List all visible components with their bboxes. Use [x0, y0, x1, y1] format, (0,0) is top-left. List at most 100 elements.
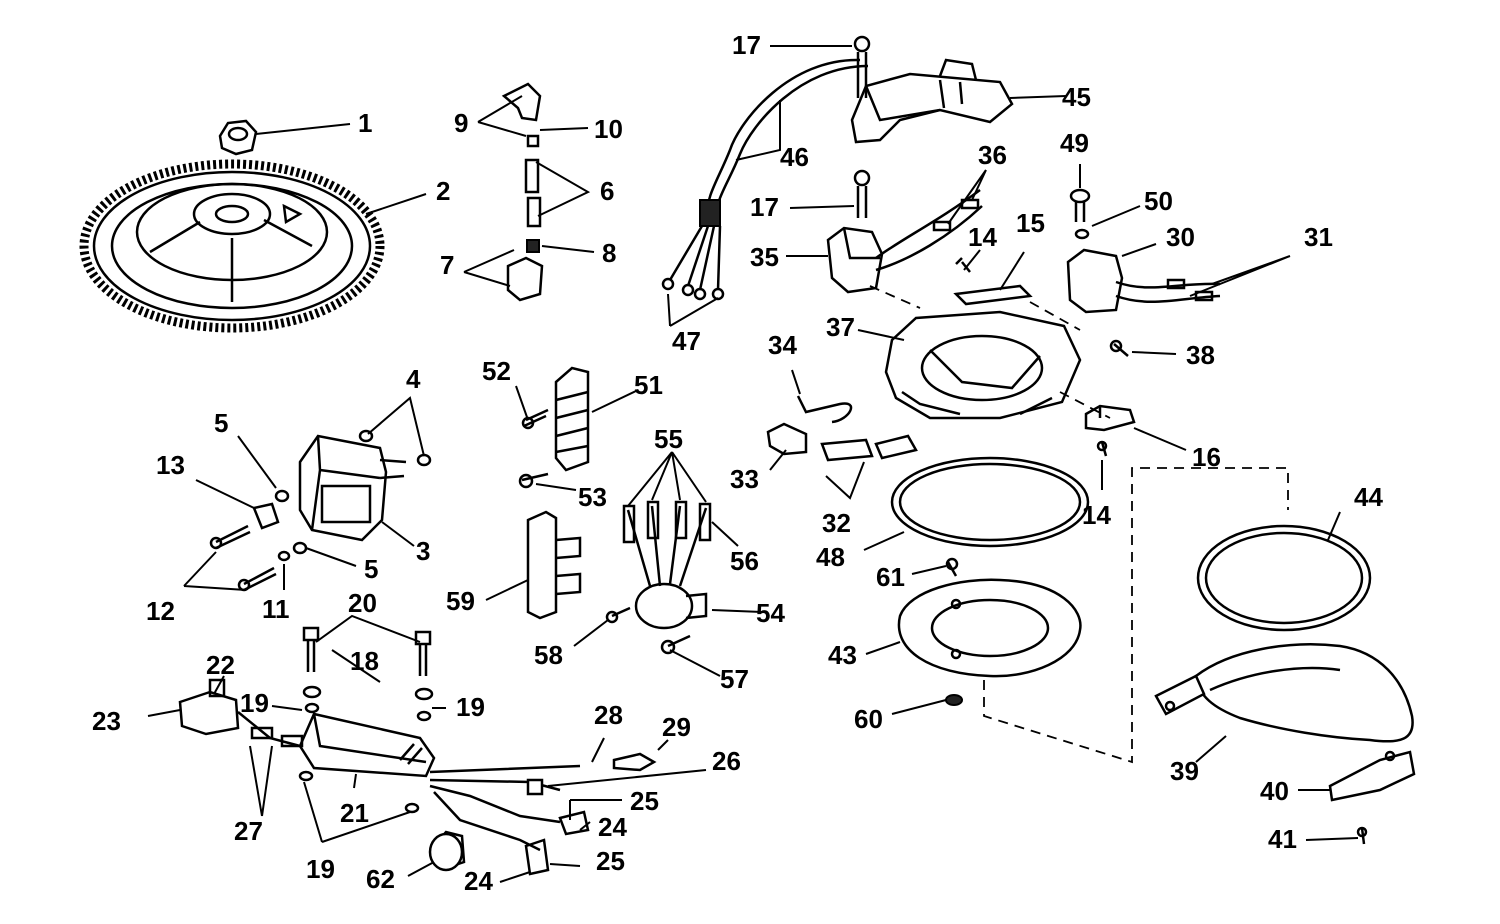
- terminal-block: [518, 366, 590, 489]
- callout-58: 58: [534, 640, 563, 670]
- plate-screw: [1109, 339, 1129, 357]
- callout-14-lower: 14: [1082, 500, 1111, 530]
- callout-62: 62: [366, 864, 395, 894]
- callout-31: 31: [1304, 222, 1333, 252]
- callout-56: 56: [730, 546, 759, 576]
- callout-13: 13: [156, 450, 185, 480]
- harness-connector: [178, 678, 304, 748]
- callout-36: 36: [978, 140, 1007, 170]
- callout-5-lower: 5: [364, 554, 378, 584]
- callout-17-upper: 17: [732, 30, 761, 60]
- callout-50: 50: [1144, 186, 1173, 216]
- callout-53: 53: [578, 482, 607, 512]
- callout-16: 16: [1192, 442, 1221, 472]
- ignition-module: [298, 434, 407, 542]
- callout-9: 9: [454, 108, 468, 138]
- callout-2: 2: [436, 176, 450, 206]
- callout-51: 51: [634, 370, 663, 400]
- callout-5-upper: 5: [214, 408, 228, 438]
- callout-20: 20: [348, 588, 377, 618]
- power-coil: [1066, 248, 1221, 314]
- callout-30: 30: [1166, 222, 1195, 252]
- spark-plug-boots: [501, 82, 544, 302]
- callout-14-upper: 14: [968, 222, 997, 252]
- callout-17-lower: 17: [750, 192, 779, 222]
- callout-26: 26: [712, 746, 741, 776]
- callout-labels: 1 2 3 4 5 5 6 7 8 9 10 11 12 13 14 14 15…: [92, 30, 1383, 896]
- mounting-bracket: [526, 510, 582, 620]
- callout-39: 39: [1170, 756, 1199, 786]
- module-screws: [209, 524, 277, 592]
- callout-57: 57: [720, 664, 749, 694]
- callout-22: 22: [206, 650, 235, 680]
- armature-plate: [884, 310, 1082, 420]
- callout-32: 32: [822, 508, 851, 538]
- callout-35: 35: [750, 242, 779, 272]
- callout-60: 60: [854, 704, 883, 734]
- callout-34: 34: [768, 330, 797, 360]
- callout-24-lower: 24: [464, 866, 493, 896]
- flywheel: [79, 159, 385, 333]
- callout-43: 43: [828, 640, 857, 670]
- protective-cap: [428, 832, 464, 872]
- callout-47: 47: [672, 326, 701, 356]
- callout-3: 3: [416, 536, 430, 566]
- callout-15: 15: [1016, 208, 1045, 238]
- sensor-harness: [661, 58, 869, 301]
- retaining-ring: [890, 456, 1090, 548]
- callout-29: 29: [662, 712, 691, 742]
- rectifier-unit: [605, 500, 712, 655]
- callout-59: 59: [446, 586, 475, 616]
- callout-25-upper: 25: [630, 786, 659, 816]
- callout-28: 28: [594, 700, 623, 730]
- callout-45: 45: [1062, 82, 1091, 112]
- callout-54: 54: [756, 598, 785, 628]
- coil-screw: [1069, 188, 1091, 240]
- callout-21: 21: [340, 798, 369, 828]
- stator-bracket: [1154, 643, 1414, 743]
- callout-61: 61: [876, 562, 905, 592]
- callout-44: 44: [1354, 482, 1383, 512]
- callout-18: 18: [350, 646, 379, 676]
- charge-coil: [826, 188, 983, 294]
- callout-19-right: 19: [456, 692, 485, 722]
- assembly-dashed-lines: [869, 285, 1289, 764]
- callout-27: 27: [234, 816, 263, 846]
- callout-38: 38: [1186, 340, 1215, 370]
- callout-33: 33: [730, 464, 759, 494]
- timer-screws: [853, 35, 871, 218]
- support-plate: [897, 557, 1082, 706]
- callout-48: 48: [816, 542, 845, 572]
- callout-41: 41: [1268, 824, 1297, 854]
- callout-1: 1: [358, 108, 372, 138]
- callout-49: 49: [1060, 128, 1089, 158]
- flywheel-nut: [218, 119, 258, 156]
- callout-11: 11: [262, 594, 290, 624]
- callout-55: 55: [654, 424, 683, 454]
- power-pack-bolts: [298, 626, 434, 814]
- callout-46: 46: [780, 142, 809, 172]
- leader-lines: [147, 45, 1359, 883]
- callout-8: 8: [602, 238, 616, 268]
- callout-37: 37: [826, 312, 855, 342]
- part-drawings: [79, 35, 1416, 876]
- counter-weight: [1328, 750, 1416, 845]
- callout-12: 12: [146, 596, 175, 626]
- spring-clip: [766, 395, 918, 462]
- callout-24-upper: 24: [598, 812, 627, 842]
- callout-7: 7: [440, 250, 454, 280]
- callout-52: 52: [482, 356, 511, 386]
- callout-19-bottom: 19: [306, 854, 335, 884]
- callout-40: 40: [1260, 776, 1289, 806]
- callout-6: 6: [600, 176, 614, 206]
- callout-4: 4: [406, 364, 421, 394]
- callout-19-left: 19: [240, 688, 269, 718]
- callout-23: 23: [92, 706, 121, 736]
- callout-25-lower: 25: [596, 846, 625, 876]
- callout-10: 10: [594, 114, 623, 144]
- clamp-washers: [252, 429, 432, 562]
- timer-base: [850, 58, 1014, 144]
- power-pack: [298, 712, 436, 778]
- large-seal-ring: [1196, 524, 1372, 632]
